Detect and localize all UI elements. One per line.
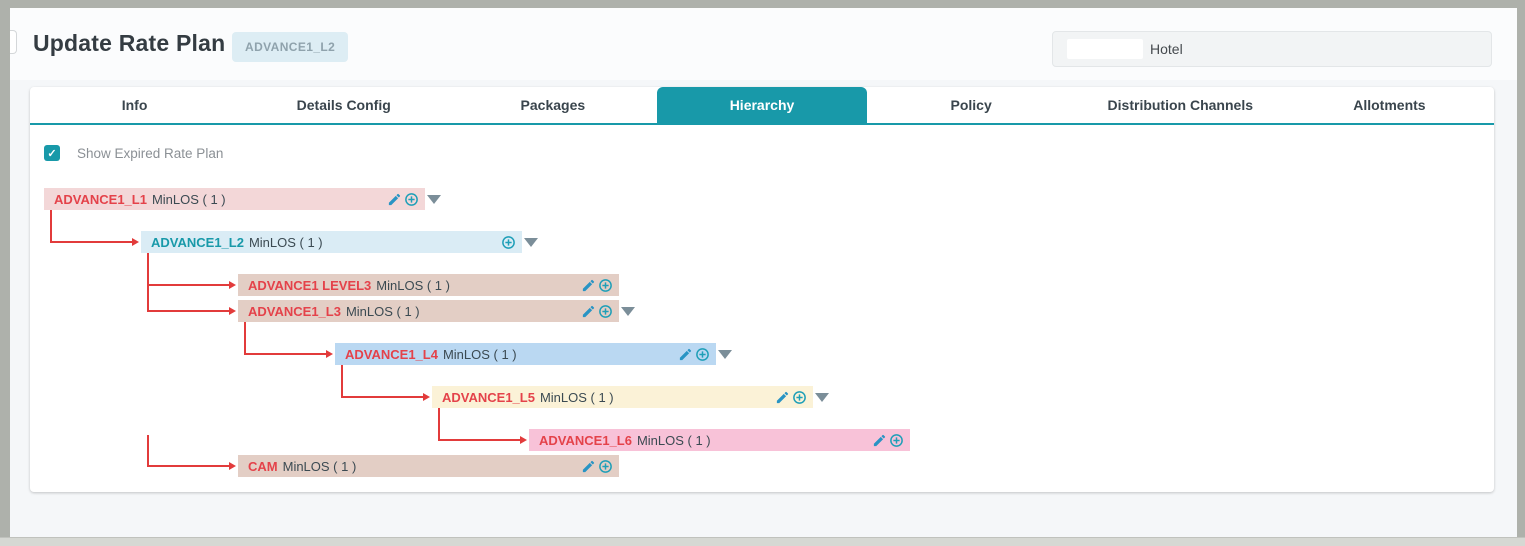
hotel-field[interactable]: Hotel xyxy=(1052,31,1492,67)
show-expired-checkbox[interactable]: ✓ xyxy=(44,145,60,161)
hotel-name-redacted xyxy=(1067,39,1143,59)
tree-connector-vertical xyxy=(50,210,52,242)
tab-hierarchy[interactable]: Hierarchy xyxy=(657,87,867,123)
tree-connector-vertical xyxy=(244,322,246,354)
show-expired-filter: ✓ Show Expired Rate Plan xyxy=(44,145,223,161)
expand-icon[interactable] xyxy=(718,350,732,359)
rate-plan-name: ADVANCE1 LEVEL3 xyxy=(248,277,372,293)
rate-plan-name: ADVANCE1_L3 xyxy=(248,303,341,319)
edit-icon[interactable] xyxy=(581,278,596,293)
tab-info[interactable]: Info xyxy=(121,97,148,113)
tree-connector-horizontal xyxy=(147,310,229,312)
add-icon[interactable] xyxy=(792,390,807,405)
rate-plan-minlos: MinLOS ( 1 ) xyxy=(442,346,517,362)
tree-connector-arrowhead xyxy=(132,238,139,246)
page-header: Update Rate Plan ADVANCE1_L2 Hotel xyxy=(10,8,1517,80)
tree-connector-vertical xyxy=(147,435,149,466)
edit-icon[interactable] xyxy=(872,433,887,448)
tree-connector-vertical xyxy=(438,408,440,440)
expand-icon[interactable] xyxy=(427,195,441,204)
edit-icon[interactable] xyxy=(387,192,402,207)
tree-connector-arrowhead xyxy=(520,436,527,444)
rate-plan-minlos: MinLOS ( 1 ) xyxy=(248,234,323,250)
tab-details-config[interactable]: Details Config xyxy=(296,97,391,113)
edit-icon[interactable] xyxy=(581,304,596,319)
rate-plan-name: ADVANCE1_L1 xyxy=(54,191,147,207)
rate-plan-card: Info Details Config Packages Hierarchy Polic… xyxy=(30,87,1494,492)
tree-connector-horizontal xyxy=(244,353,326,355)
window-bottom-edge xyxy=(0,537,1525,546)
add-icon[interactable] xyxy=(889,433,904,448)
rate-plan-minlos: MinLOS ( 1 ) xyxy=(345,303,420,319)
expand-icon[interactable] xyxy=(621,307,635,316)
edit-icon[interactable] xyxy=(678,347,693,362)
tab-policy[interactable]: Policy xyxy=(950,97,992,113)
tab-distribution-channels[interactable]: Distribution Channels xyxy=(1107,97,1253,113)
hotel-label: Hotel xyxy=(1150,41,1183,57)
rate-plan-minlos: MinLOS ( 1 ) xyxy=(376,277,450,293)
tab-allotments[interactable]: Allotments xyxy=(1353,97,1426,113)
rate-plan-minlos: MinLOS ( 1 ) xyxy=(539,389,614,405)
tree-connector-horizontal xyxy=(341,396,423,398)
tree-connector-arrowhead xyxy=(326,350,333,358)
tree-connector-horizontal xyxy=(50,241,132,243)
add-icon[interactable] xyxy=(598,278,613,293)
tree-connector-vertical xyxy=(147,253,149,311)
add-icon[interactable] xyxy=(404,192,419,207)
rate-plan-name: ADVANCE1_L6 xyxy=(539,432,632,448)
rate-plan-name: CAM xyxy=(248,458,278,474)
add-icon[interactable] xyxy=(501,235,516,250)
edit-icon[interactable] xyxy=(775,390,790,405)
drawer-handle[interactable] xyxy=(10,30,17,54)
page-title: Update Rate Plan xyxy=(33,30,226,56)
edit-icon[interactable] xyxy=(581,459,596,474)
add-icon[interactable] xyxy=(598,459,613,474)
app-window: Update Rate Plan ADVANCE1_L2 Hotel Info D… xyxy=(10,8,1517,537)
tab-bar: Info Details Config Packages Hierarchy Polic… xyxy=(30,87,1494,125)
expand-icon[interactable] xyxy=(524,238,538,247)
show-expired-label: Show Expired Rate Plan xyxy=(77,145,224,161)
tree-connector-horizontal xyxy=(147,465,229,467)
tree-connector-horizontal xyxy=(438,439,520,441)
rate-plan-name: ADVANCE1_L5 xyxy=(442,389,535,405)
tree-connector-vertical xyxy=(341,365,343,397)
tree-connector-horizontal xyxy=(147,284,229,286)
tree-connector-arrowhead xyxy=(229,462,236,470)
rate-plan-name: ADVANCE1_L2 xyxy=(151,234,244,250)
tree-connector-arrowhead xyxy=(229,307,236,315)
rate-plan-name: ADVANCE1_L4 xyxy=(345,346,438,362)
expand-icon[interactable] xyxy=(815,393,829,402)
tree-connector-arrowhead xyxy=(423,393,430,401)
rate-plan-minlos: MinLOS ( 1 ) xyxy=(636,432,711,448)
tree-connector-arrowhead xyxy=(229,281,236,289)
add-icon[interactable] xyxy=(598,304,613,319)
add-icon[interactable] xyxy=(695,347,710,362)
tab-packages[interactable]: Packages xyxy=(520,97,586,113)
rate-plan-minlos: MinLOS ( 1 ) xyxy=(282,458,357,474)
rate-plan-badge: ADVANCE1_L2 xyxy=(232,32,349,62)
rate-plan-minlos: MinLOS ( 1 ) xyxy=(151,191,226,207)
